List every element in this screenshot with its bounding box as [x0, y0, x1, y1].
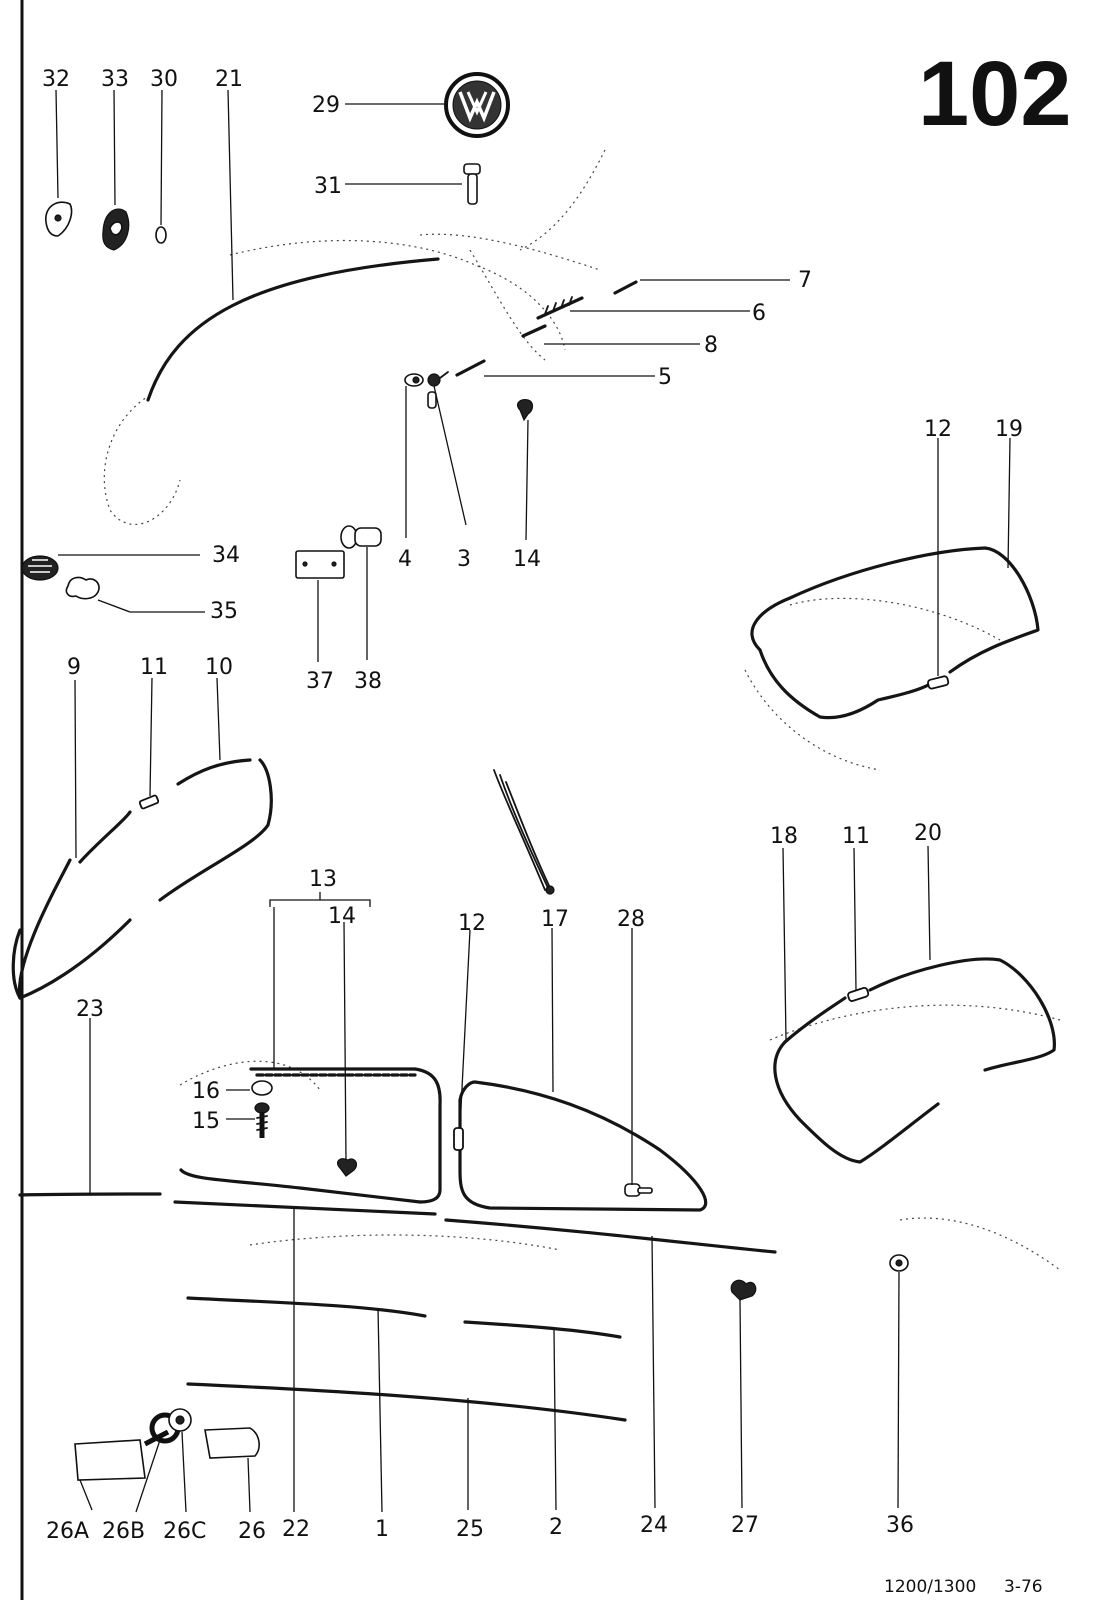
- callout-28: 28: [617, 907, 645, 932]
- callout-21: 21: [215, 67, 243, 92]
- connector-11-left: [138, 794, 160, 810]
- callout-30: 30: [150, 67, 178, 92]
- callout-36: 36: [886, 1513, 914, 1538]
- strip-25: [186, 1382, 627, 1422]
- clip-14-upper: [516, 399, 534, 422]
- trim-6-clips: [544, 296, 573, 315]
- clip-27: [730, 1279, 757, 1301]
- callout-24: 24: [640, 1513, 668, 1538]
- side-window-seal-17: [458, 1080, 708, 1212]
- callout-31: 31: [314, 174, 342, 199]
- strip-2: [463, 1320, 622, 1339]
- window-seal-9-10: [11, 758, 273, 1000]
- model-designation: 1200/1300: [884, 1577, 976, 1597]
- callout-14-door: 14: [328, 904, 356, 929]
- connector-12-side: [453, 1127, 464, 1151]
- callout-32: 32: [42, 67, 70, 92]
- trim-6: [536, 296, 584, 320]
- connector-11-right: [847, 986, 870, 1002]
- harness-connector: [545, 885, 555, 895]
- callout-labels: 32 33 30 21 29 31 7 6 8 5 4 3 14 12 19 3…: [42, 67, 1023, 1544]
- badge-32: [45, 201, 73, 237]
- callout-4: 4: [398, 547, 412, 572]
- callout-25: 25: [456, 1517, 484, 1542]
- callout-26C: 26C: [163, 1519, 206, 1544]
- callout-5: 5: [658, 365, 672, 390]
- clip-26A: [74, 1439, 146, 1481]
- moulding-24: [444, 1218, 777, 1254]
- callout-14-upper: 14: [513, 547, 541, 572]
- leader-lines: [55, 89, 1011, 1513]
- page-number: 102: [918, 43, 1072, 145]
- callout-6: 6: [752, 301, 766, 326]
- callout-15: 15: [192, 1109, 220, 1134]
- callout-11-right: 11: [842, 824, 870, 849]
- moulding-22: [173, 1200, 437, 1216]
- callout-29: 29: [312, 93, 340, 118]
- ghost-body-outlines: [103, 149, 1061, 1271]
- callout-16: 16: [192, 1079, 220, 1104]
- washer-30: [155, 226, 167, 244]
- wiring-harness: [493, 769, 553, 893]
- issue-date: 3-76: [1004, 1577, 1043, 1597]
- trim-8: [521, 324, 547, 338]
- callout-10: 10: [205, 655, 233, 680]
- bulb-38: [340, 525, 382, 549]
- washer-16: [251, 1080, 273, 1096]
- strip-1: [186, 1296, 427, 1318]
- plate-37: [295, 550, 345, 579]
- rear-window-seal-19: [750, 546, 1040, 720]
- screw-28: [624, 1183, 653, 1197]
- grille-34: [21, 555, 59, 581]
- badge-33: [102, 208, 130, 251]
- retainer-26: [204, 1427, 260, 1459]
- callout-33: 33: [101, 67, 129, 92]
- callout-27: 27: [731, 1513, 759, 1538]
- callout-26: 26: [238, 1519, 266, 1544]
- screw-15: [254, 1102, 270, 1138]
- callout-37: 37: [306, 669, 334, 694]
- callout-2: 2: [549, 1515, 563, 1540]
- callout-1: 1: [375, 1517, 389, 1542]
- windshield-seal-18-20: [773, 957, 1056, 1164]
- callout-20: 20: [914, 821, 942, 846]
- callout-3: 3: [457, 547, 471, 572]
- callout-34: 34: [212, 543, 240, 568]
- callout-8: 8: [704, 333, 718, 358]
- callout-17: 17: [541, 907, 569, 932]
- connector-12-right: [927, 675, 950, 690]
- bolt-31: [463, 163, 481, 205]
- callout-26A: 26A: [46, 1519, 89, 1544]
- callout-38: 38: [354, 669, 382, 694]
- callout-13: 13: [309, 867, 337, 892]
- callout-19: 19: [995, 417, 1023, 442]
- trim-7: [613, 280, 638, 295]
- callout-12-side: 12: [458, 911, 486, 936]
- gasket-35: [65, 576, 100, 600]
- hood-moulding-21: [146, 257, 440, 402]
- grommet-36: [889, 1254, 909, 1272]
- callout-26B: 26B: [102, 1519, 145, 1544]
- callout-35: 35: [210, 599, 238, 624]
- callout-7: 7: [798, 268, 812, 293]
- callout-23: 23: [76, 997, 104, 1022]
- callout-18: 18: [770, 824, 798, 849]
- clip-4: [404, 373, 424, 387]
- callout-22: 22: [282, 1517, 310, 1542]
- trim-5: [455, 359, 486, 377]
- clip-14-door: [336, 1158, 358, 1177]
- callout-11-left: 11: [140, 655, 168, 680]
- callout-12-upper: 12: [924, 417, 952, 442]
- callout-9: 9: [67, 655, 81, 680]
- door-seal-13: [179, 1067, 442, 1204]
- vw-emblem-29: [444, 72, 510, 138]
